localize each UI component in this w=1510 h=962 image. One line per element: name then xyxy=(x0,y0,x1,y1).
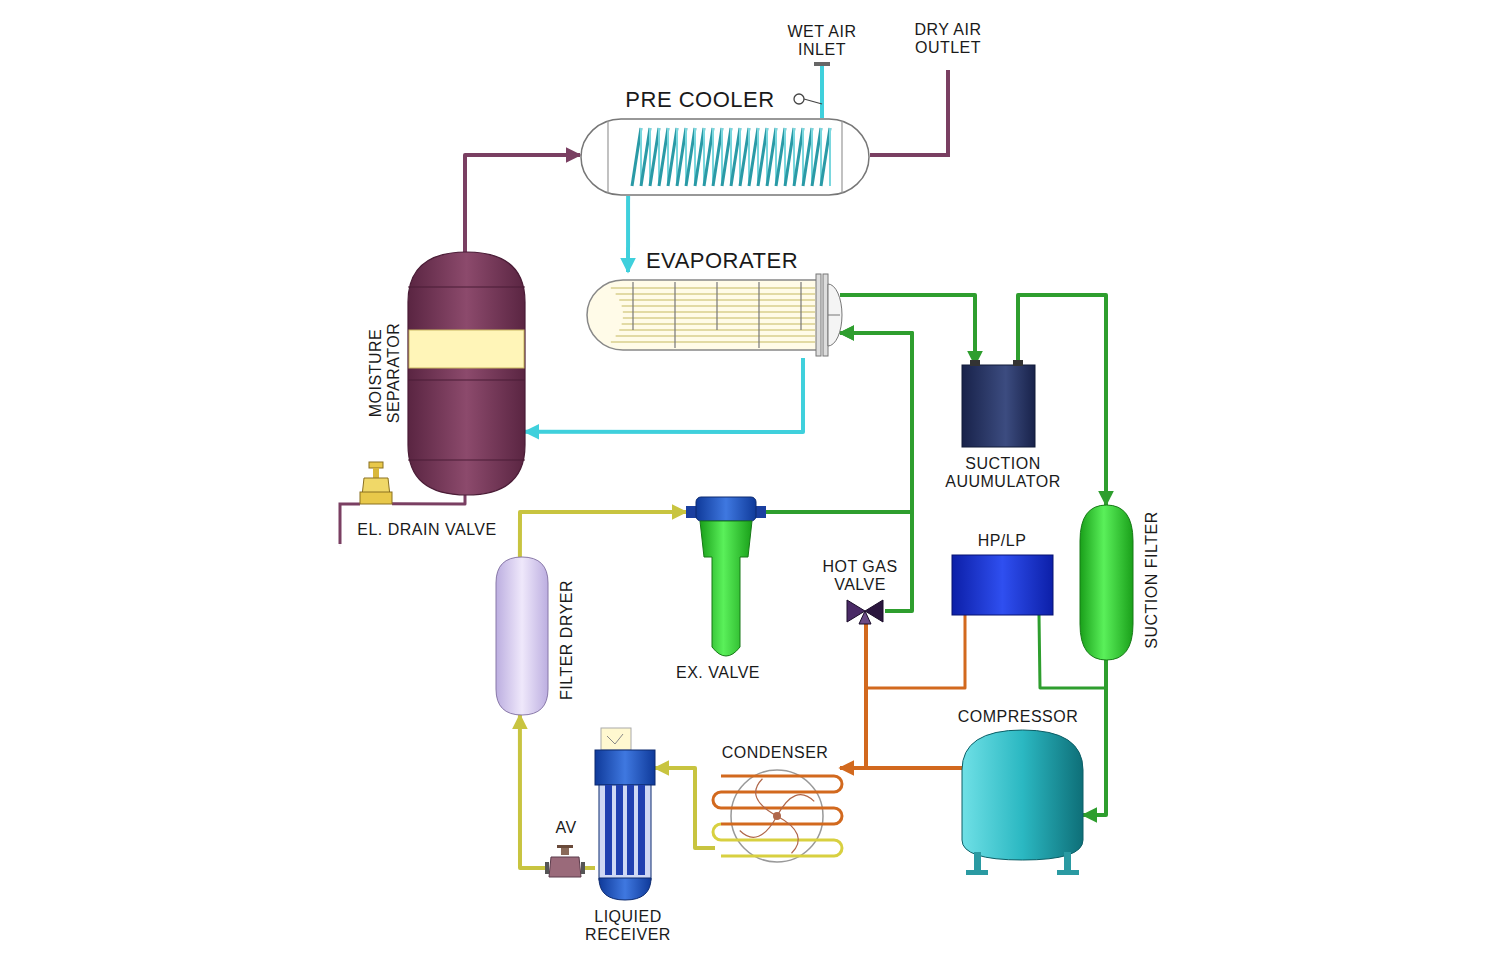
pipe-connector xyxy=(520,715,545,868)
suction-accumulator: SUCTION AUUMULATOR xyxy=(962,365,1035,447)
pipe-connector xyxy=(840,295,975,365)
part-label: AV xyxy=(555,819,576,837)
hot-gas-valve: HOT GAS VALVE xyxy=(845,598,885,624)
filter-dryer: FILTER DRYER xyxy=(496,557,548,715)
part-label: EL. DRAIN VALVE xyxy=(357,521,496,539)
pipe-connector xyxy=(525,358,803,432)
expansion-valve: EX. VALVE xyxy=(686,497,766,660)
pipe-connector xyxy=(585,866,595,870)
moisture-separator: MOISTURE SEPARATOR xyxy=(408,252,525,495)
evaporator: EVAPORATER xyxy=(583,272,840,358)
drain-valve-shape xyxy=(360,462,392,506)
part-label: CONDENSER xyxy=(722,744,829,762)
liquid-receiver: LIQUIED RECEIVER xyxy=(595,728,655,900)
port-label: WET AIR INLET xyxy=(787,23,857,60)
port-label: DRY AIR OUTLET xyxy=(888,21,1008,58)
suction-filter-shape xyxy=(1080,505,1133,660)
part-label: COMPRESSOR xyxy=(958,708,1079,726)
moisture-separator-shape xyxy=(408,252,525,495)
condenser-shape xyxy=(715,768,840,862)
part-label: HP/LP xyxy=(978,532,1027,550)
part-label: SUCTION AUUMULATOR xyxy=(941,455,1066,492)
liquid-receiver-shape xyxy=(595,728,655,900)
pipe-connector xyxy=(626,196,630,272)
pipe-connector xyxy=(520,512,686,557)
inlet-pipe xyxy=(820,66,824,118)
pipe-connector xyxy=(465,155,580,252)
part-label: FILTER DRYER xyxy=(558,580,576,700)
suction-filter: SUCTION FILTER xyxy=(1080,505,1133,660)
pressure-gauge xyxy=(794,94,804,104)
drain-valve: EL. DRAIN VALVE xyxy=(360,462,392,506)
pipe-connector xyxy=(392,495,465,504)
suction-accumulator-shape xyxy=(962,365,1035,447)
part-label: LIQUIED RECEIVER xyxy=(568,908,688,945)
filter-dryer-shape xyxy=(496,557,548,715)
evaporator-shape xyxy=(583,272,840,358)
angle-valve-shape xyxy=(545,845,585,881)
hot-gas-valve-shape xyxy=(845,598,885,624)
pipe-connector xyxy=(866,615,965,768)
pipe-connector xyxy=(655,768,715,848)
part-label: MOISTURE SEPARATOR xyxy=(367,316,404,431)
part-label: HOT GAS VALVE xyxy=(810,558,910,595)
inlet-flange xyxy=(814,62,830,66)
pipe-connector xyxy=(766,333,912,512)
expansion-valve-shape xyxy=(686,497,766,660)
pipe-connector xyxy=(1083,660,1106,815)
pressure-switch: HP/LP xyxy=(952,555,1053,615)
part-label: EVAPORATER xyxy=(646,248,798,273)
part-label: PRE COOLER xyxy=(625,87,774,112)
compressor-shape xyxy=(962,730,1083,875)
pre-cooler: PRE COOLER xyxy=(580,118,870,196)
pre-cooler-shape xyxy=(580,118,870,196)
part-label: SUCTION FILTER xyxy=(1143,511,1161,648)
part-label: EX. VALVE xyxy=(676,664,760,682)
angle-valve: AV xyxy=(545,845,585,881)
condenser: CONDENSER xyxy=(715,768,840,862)
pipe-connector xyxy=(866,624,962,768)
compressor: COMPRESSOR xyxy=(962,730,1083,875)
pressure-switch-shape xyxy=(952,555,1053,615)
drain-pipe xyxy=(340,504,360,544)
outlet-pipe xyxy=(870,70,948,155)
